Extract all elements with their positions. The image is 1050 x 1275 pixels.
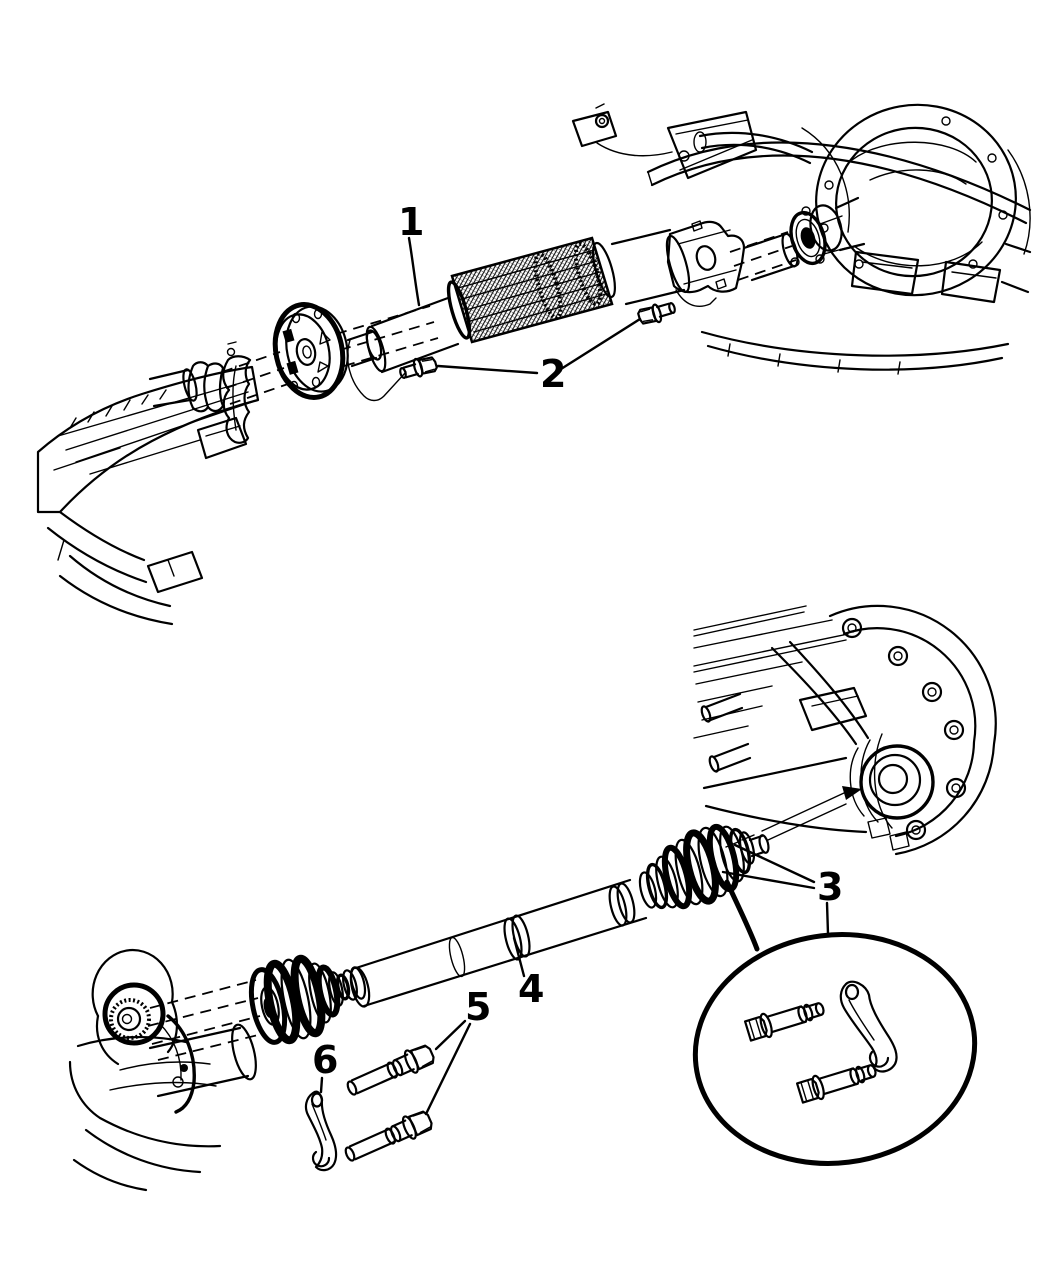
callout-4-label: 4	[518, 967, 544, 1011]
strap-bolt-rear	[637, 302, 676, 325]
mounting-bolts	[344, 1044, 435, 1162]
axle-end-coupling	[248, 954, 351, 1045]
bolt-bosses	[841, 617, 967, 841]
callout-6: 6	[312, 1038, 338, 1094]
callout-3-thick-leader	[724, 879, 760, 952]
callout-2: 2	[436, 317, 642, 396]
callout-3-label: 3	[817, 865, 843, 909]
output-hub	[849, 733, 935, 829]
front-propeller-shaft	[248, 803, 847, 1045]
callout-2-leader-left	[436, 364, 539, 375]
rear-driveline-view: 1 2	[36, 103, 1032, 626]
callout-3-leader-lower	[721, 870, 816, 890]
rear-axle	[571, 103, 1032, 375]
callout-5-label: 5	[465, 985, 491, 1029]
callout-5: 5	[424, 985, 491, 1116]
flex-coupling-disc	[272, 302, 349, 400]
front-driveline-view: 3 4 5 6	[68, 604, 997, 1192]
callout-6-leader	[319, 1076, 324, 1094]
detail-circle	[692, 932, 978, 1166]
callout-3: 3	[721, 843, 843, 952]
transmission	[36, 341, 260, 626]
callout-3-leader-upper	[733, 843, 816, 884]
callout-4: 4	[512, 936, 544, 1011]
mounting-bolt-upper	[346, 1044, 435, 1096]
kit-bolt-upper	[743, 1002, 825, 1042]
kit-bolt-lower	[795, 1064, 877, 1104]
universal-joint	[666, 220, 746, 294]
transfer-case	[693, 604, 997, 856]
rear-propeller-shaft	[346, 206, 847, 374]
callout-5-leader-upper	[434, 1019, 467, 1051]
cv-joint	[638, 823, 770, 910]
callout-6-label: 6	[312, 1038, 338, 1082]
callout-1-label: 1	[398, 200, 424, 244]
front-axle	[68, 948, 263, 1192]
callout-2-label: 2	[540, 352, 566, 396]
mounting-bolt-lower	[344, 1110, 433, 1162]
shaft-support-straps	[346, 289, 717, 402]
callout-2-leader-right	[559, 317, 642, 371]
callout-1-leader	[407, 236, 421, 307]
callout-3-leader-circle	[825, 901, 830, 936]
callout-4-leader	[512, 936, 526, 978]
callout-5-leader-lower	[424, 1022, 472, 1116]
kit-strap	[839, 980, 898, 1073]
retaining-strap	[304, 1090, 338, 1172]
callout-1: 1	[398, 200, 424, 307]
slip-spline	[450, 236, 614, 344]
strap-bolt-front	[399, 356, 438, 379]
